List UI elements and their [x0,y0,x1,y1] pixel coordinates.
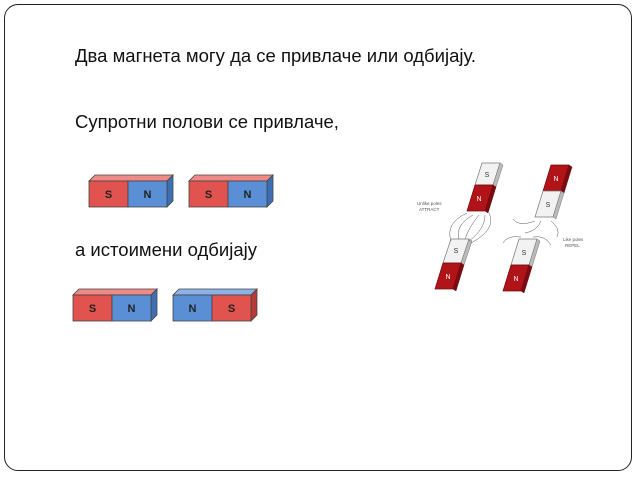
attract-magnet-2: S N [188,174,274,208]
attract-field-lines [449,212,492,244]
slide-frame: Два магнета могу да се привлаче или одби… [4,4,632,471]
slide-text-line-1: Два магнета могу да се привлаче или одби… [75,45,477,66]
repel-bar-top: N S [534,164,573,220]
repel-magnet-1-left-pole: S [89,303,96,315]
slide-text-line-3: а истоимени одбијају [75,239,257,260]
attract-bar-top-s: S [485,172,490,179]
attract-magnets: S N S N [88,174,274,208]
repel-magnet-2: N S [172,288,258,322]
repel-bar-bottom-n: N [513,276,518,283]
attract-magnet-2-left-pole: S [205,189,212,201]
attract-bar-bottom: S N [434,238,473,292]
repel-bar-bottom-s: S [522,250,527,257]
repel-bar-top-n: N [553,176,558,183]
repel-caption-2: REPEL [565,243,580,248]
repel-magnet-1: S N [72,288,158,322]
repel-caption-1: Like poles [563,237,584,242]
attract-caption-1: Unlike poles [417,201,442,206]
attract-bar-bottom-n: N [445,274,450,281]
repel-bar-top-s: S [546,202,551,209]
repel-magnet-2-left-pole: N [189,303,197,315]
bar-magnets-illustration: S N S N Unlike poles ATTRACT N [417,162,584,294]
slide-text-line-2: Супротни полови се привлаче, [75,111,339,132]
attract-bar-bottom-s: S [454,248,459,255]
attract-magnet-1-left-pole: S [105,189,112,201]
attract-bar-top: S N [466,162,504,214]
repel-magnet-2-right-pole: S [228,303,235,315]
attract-bar-top-n: N [476,196,481,203]
attract-magnet-1-right-pole: N [144,189,152,201]
attract-magnet-1: S N [88,174,174,208]
repel-magnet-1-right-pole: N [128,303,136,315]
attract-magnet-2-right-pole: N [244,189,252,201]
repel-field-lines [502,218,559,246]
attract-caption-2: ATTRACT [419,207,440,212]
repel-magnets: S N N S [72,288,258,322]
repel-bar-bottom: S N [502,238,541,294]
